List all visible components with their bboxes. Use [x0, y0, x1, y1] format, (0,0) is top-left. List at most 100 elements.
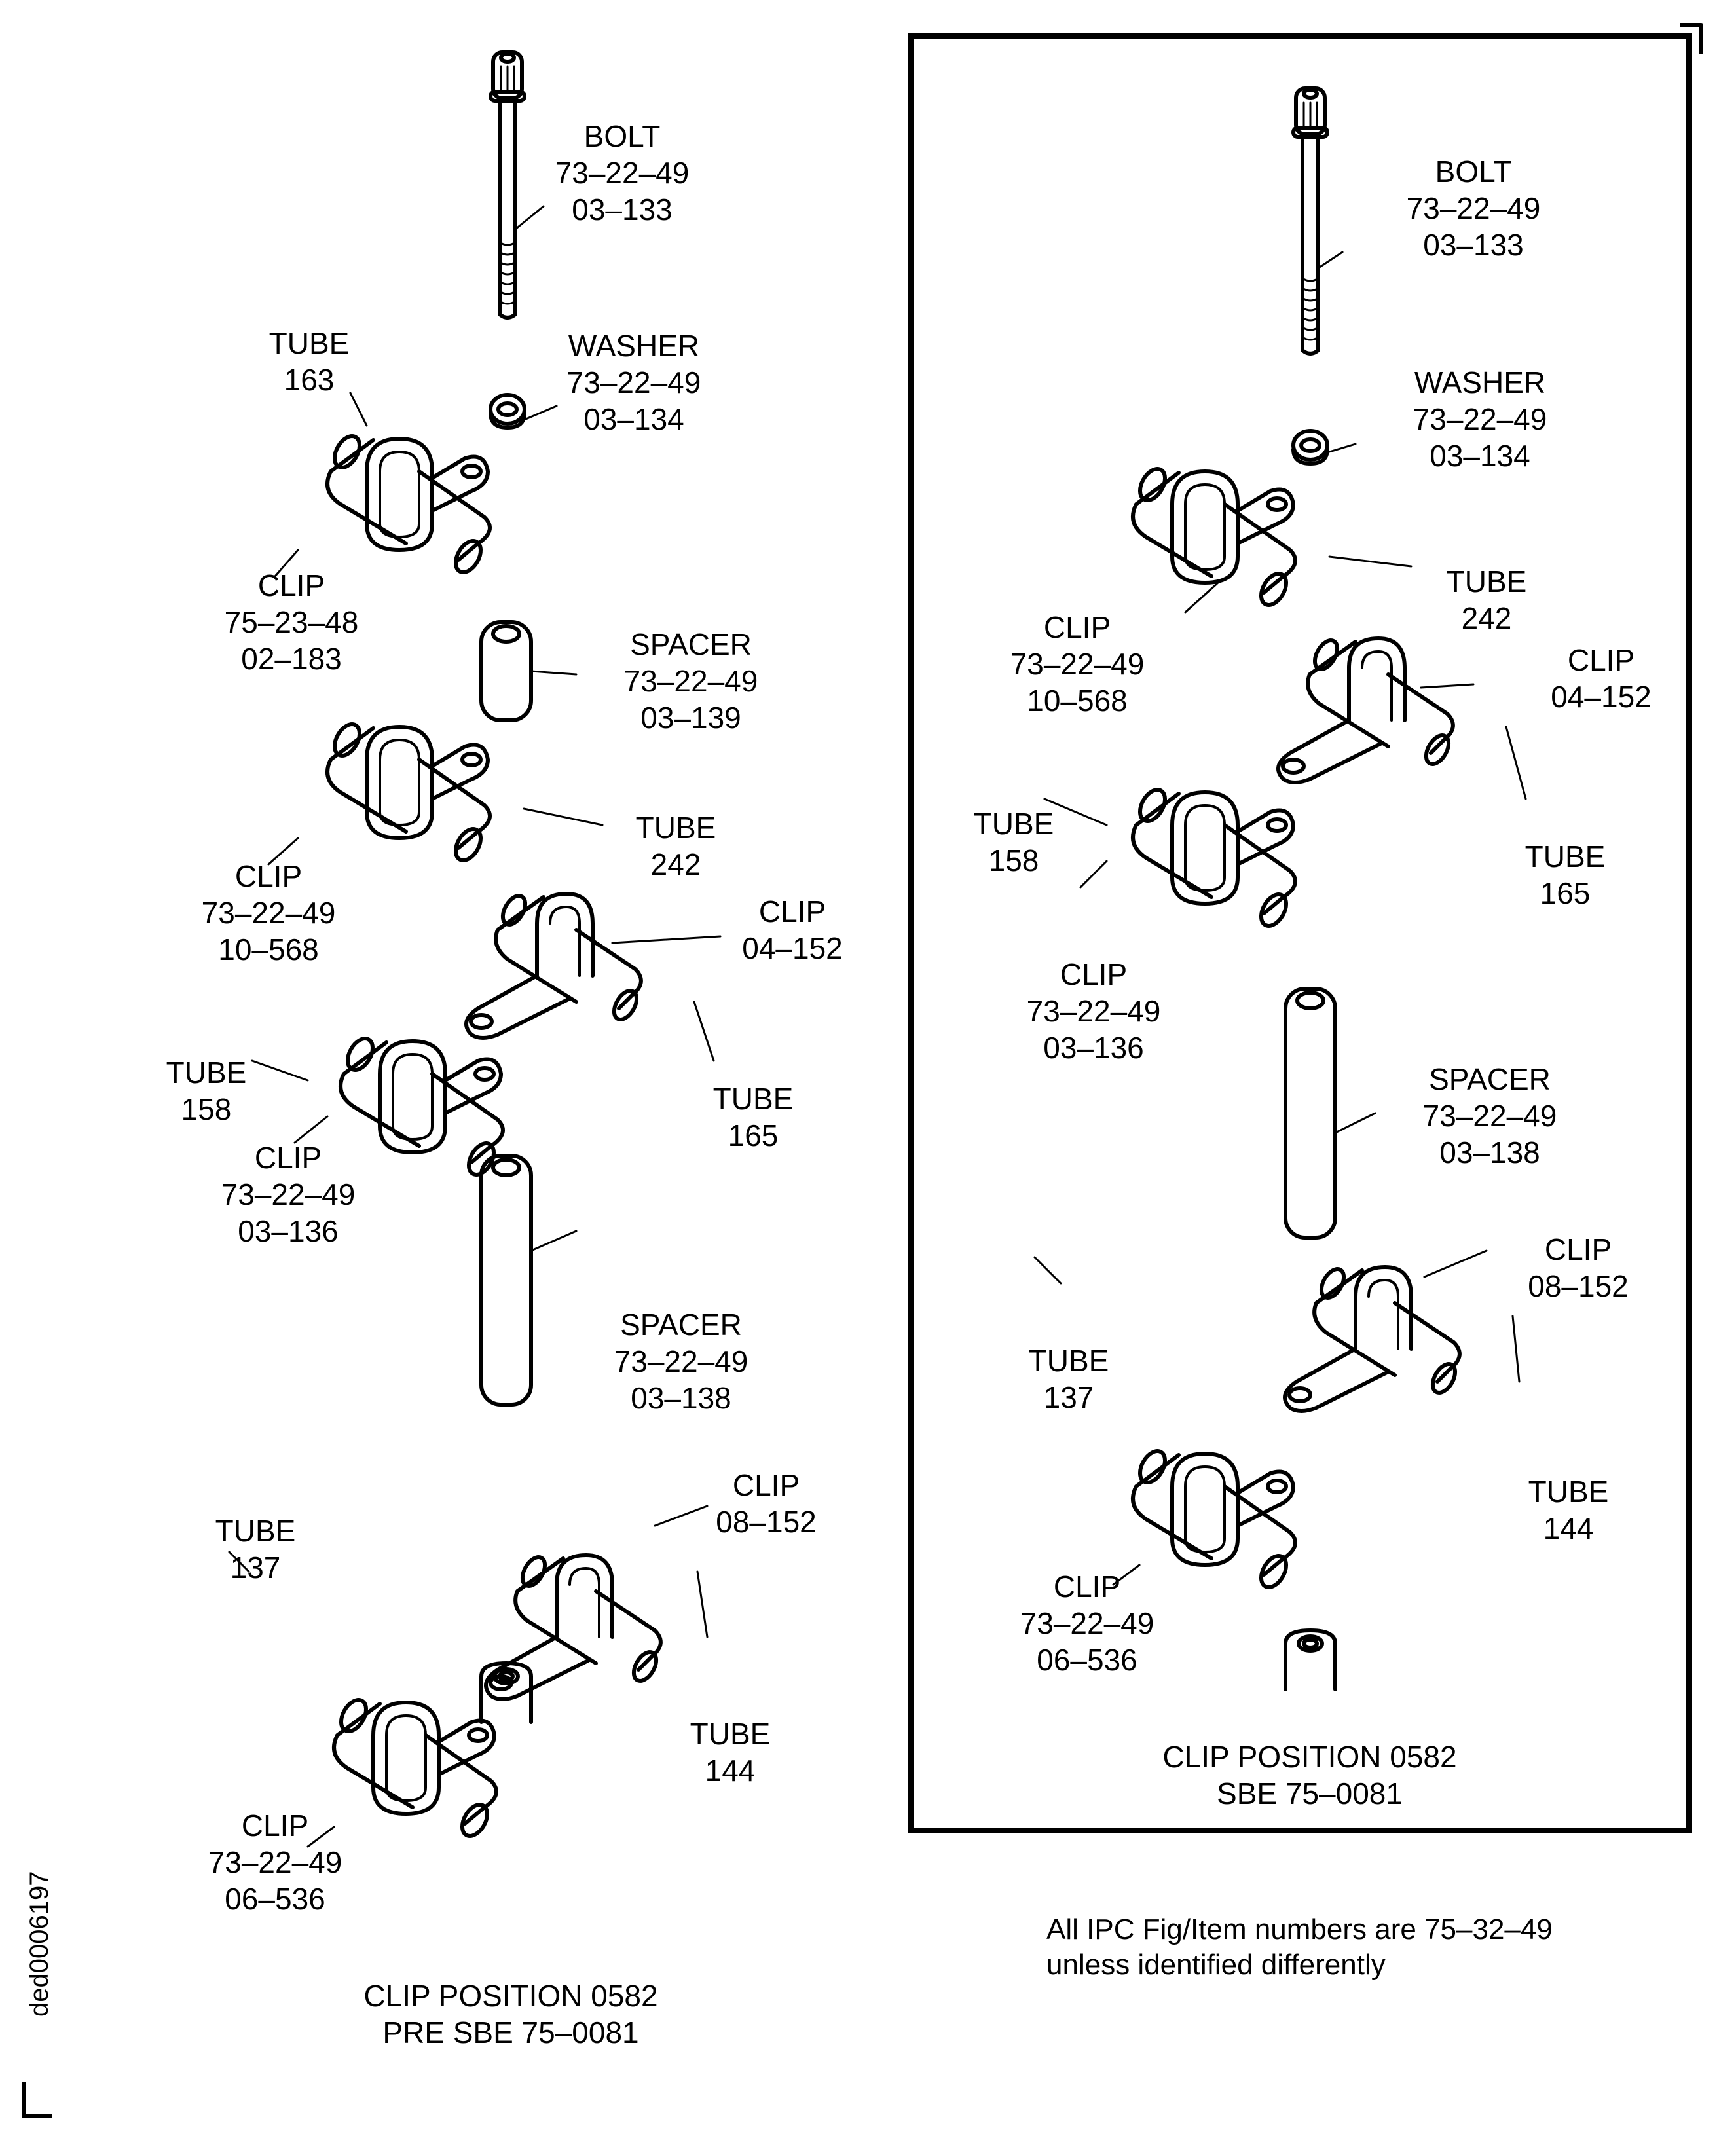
part-name: CLIP: [1567, 643, 1635, 677]
part-item: 06–536: [1037, 1643, 1137, 1677]
part-item: 08–152: [716, 1505, 817, 1539]
callout-left-clip-03-136: CLIP 73–22–49 03–136: [221, 1139, 356, 1249]
callout-right-tube-144: TUBE 144: [1528, 1473, 1609, 1547]
callout-left-tube-163: TUBE 163: [269, 325, 350, 398]
part-item: 03–133: [572, 193, 673, 227]
left-spacer-long-drawing: [481, 1156, 531, 1405]
part-item: 03–136: [1043, 1031, 1144, 1065]
part-fig: 75–23–48: [224, 605, 359, 639]
part-item: 06–536: [225, 1882, 325, 1916]
right-caption-line2: SBE 75–0081: [1217, 1776, 1403, 1811]
part-name: TUBE: [635, 811, 716, 845]
callout-left-tube-242: TUBE 242: [636, 809, 716, 883]
part-name: CLIP: [758, 894, 826, 929]
part-fig: 73–22–49: [1010, 647, 1145, 681]
callout-right-tube-158: TUBE 158: [974, 805, 1054, 879]
callout-left-washer: WASHER 73–22–49 03–134: [567, 327, 701, 437]
callout-left-tube-158: TUBE 158: [166, 1054, 247, 1128]
callout-right-bolt: BOLT 73–22–49 03–133: [1407, 153, 1541, 263]
callout-right-clip-06-536: CLIP 73–22–49 06–536: [1020, 1568, 1154, 1678]
part-item: 163: [284, 363, 335, 397]
callout-left-bolt: BOLT 73–22–49 03–133: [555, 118, 690, 228]
part-item: 03–138: [1439, 1135, 1540, 1169]
callout-right-clip-03-136: CLIP 73–22–49 03–136: [1027, 956, 1161, 1066]
figure-id: ded0006197: [25, 1871, 54, 2017]
part-fig: 73–22–49: [208, 1845, 342, 1879]
callout-left-clip-10-568: CLIP 73–22–49 10–568: [202, 858, 336, 968]
part-item: 03–139: [640, 701, 741, 735]
callout-right-tube-137: TUBE 137: [1029, 1342, 1109, 1416]
part-name: TUBE: [166, 1056, 247, 1090]
left-clip-2-drawing: [327, 720, 490, 864]
callout-right-spacer-03-138: SPACER 73–22–49 03–138: [1423, 1061, 1557, 1171]
callout-left-clip-04-152: CLIP 04–152: [742, 893, 843, 966]
part-name: TUBE: [1528, 1475, 1609, 1509]
part-name: CLIP: [1544, 1232, 1612, 1266]
callout-right-clip-08-152: CLIP 08–152: [1528, 1231, 1629, 1304]
part-name: WASHER: [568, 329, 700, 363]
part-name: CLIP: [234, 859, 303, 893]
part-fig: 73–22–49: [1026, 994, 1161, 1028]
part-item: 08–152: [1528, 1269, 1629, 1303]
part-item: 137: [230, 1551, 281, 1585]
left-clip-3-drawing: [466, 892, 641, 1038]
part-name: BOLT: [583, 119, 661, 153]
ipc-note-line2: unless identified differently: [1046, 1949, 1386, 1981]
callout-right-tube-165: TUBE 165: [1525, 838, 1606, 911]
left-clip-4-drawing: [341, 1034, 503, 1179]
ipc-note: All IPC Fig/Item numbers are 75–32–49 un…: [1046, 1912, 1553, 1983]
left-spacer-short-drawing: [481, 622, 531, 720]
left-washer-drawing: [490, 395, 525, 428]
part-name: CLIP: [257, 568, 325, 602]
part-name: TUBE: [973, 807, 1054, 841]
part-fig: 73–22–49: [623, 664, 758, 698]
part-item: 144: [705, 1754, 756, 1788]
part-name: WASHER: [1414, 365, 1546, 399]
part-item: 03–134: [1430, 439, 1530, 473]
callout-right-washer: WASHER 73–22–49 03–134: [1413, 364, 1547, 474]
part-fig: 73–22–49: [201, 896, 336, 930]
part-item: 158: [988, 843, 1039, 877]
left-clip-1-drawing: [327, 432, 490, 576]
part-item: 242: [650, 847, 701, 881]
part-item: 144: [1543, 1511, 1594, 1545]
part-name: SPACER: [1429, 1062, 1551, 1096]
callout-right-clip-10-568: CLIP 73–22–49 10–568: [1010, 609, 1145, 719]
corner-mark-top-right: [1680, 23, 1703, 54]
ipc-note-line1: All IPC Fig/Item numbers are 75–32–49: [1046, 1913, 1553, 1945]
callout-left-clip-02-183: CLIP 75–23–48 02–183: [225, 567, 359, 677]
part-item: 10–568: [1027, 684, 1128, 718]
callout-left-tube-137: TUBE 137: [215, 1513, 296, 1586]
part-fig: 73–22–49: [1413, 402, 1547, 436]
callout-left-clip-06-536: CLIP 73–22–49 06–536: [208, 1807, 342, 1917]
callout-right-clip-04-152: CLIP 04–152: [1551, 642, 1652, 715]
part-name: TUBE: [1524, 839, 1606, 874]
part-name: SPACER: [630, 627, 752, 661]
right-caption-line1: CLIP POSITION 0582: [1162, 1740, 1457, 1774]
part-item: 04–152: [1551, 680, 1652, 714]
part-name: TUBE: [1028, 1344, 1109, 1378]
part-fig: 73–22–49: [555, 156, 690, 190]
part-name: CLIP: [732, 1468, 800, 1502]
part-item: 165: [1540, 876, 1591, 910]
left-caption-line1: CLIP POSITION 0582: [363, 1979, 658, 2013]
part-item: 03–134: [583, 402, 684, 436]
part-name: SPACER: [620, 1308, 742, 1342]
part-name: CLIP: [1053, 1570, 1121, 1604]
part-name: BOLT: [1435, 155, 1512, 189]
part-name: CLIP: [254, 1141, 322, 1175]
part-name: TUBE: [215, 1514, 296, 1548]
corner-mark-bottom-left: [22, 2082, 52, 2118]
part-item: 03–136: [238, 1214, 339, 1248]
part-fig: 73–22–49: [1406, 191, 1541, 225]
part-name: CLIP: [241, 1809, 309, 1843]
left-bolt-drawing: [490, 52, 525, 318]
part-fig: 73–22–49: [1020, 1606, 1154, 1640]
part-item: 04–152: [742, 931, 843, 965]
part-fig: 73–22–49: [221, 1177, 356, 1211]
part-fig: 73–22–49: [1422, 1099, 1557, 1133]
part-name: TUBE: [268, 326, 350, 360]
callout-left-spacer-03-139: SPACER 73–22–49 03–139: [624, 626, 758, 736]
part-item: 242: [1461, 601, 1512, 635]
